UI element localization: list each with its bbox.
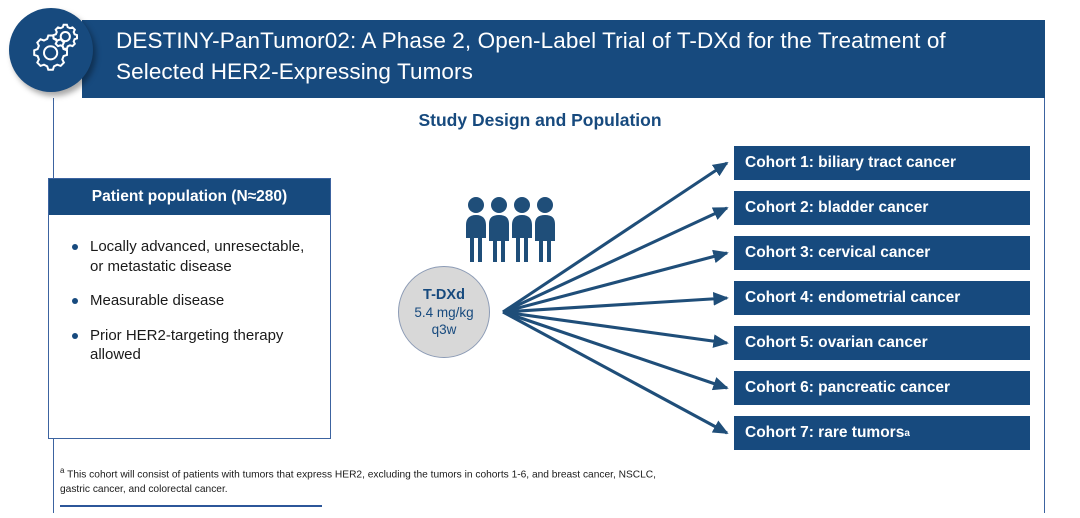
cohort-label: Cohort 4: endometrial cancer (745, 289, 961, 306)
gears-icon-badge (9, 8, 93, 92)
four-people-icon (466, 197, 555, 262)
footnote: a This cohort will consist of patients w… (60, 464, 660, 497)
cohort-box-2[interactable]: Cohort 2: bladder cancer (734, 191, 1030, 225)
treatment-schedule: q3w (431, 321, 457, 337)
patient-population-list: Locally advanced, unresectable, or metas… (49, 215, 330, 365)
footer-rule (60, 505, 322, 507)
cohort-label: Cohort 6: pancreatic cancer (745, 379, 951, 396)
header-banner (82, 20, 1045, 98)
treatment-name: T-DXd (423, 286, 465, 303)
gears-icon (33, 23, 78, 71)
cohort-box-1[interactable]: Cohort 1: biliary tract cancer (734, 146, 1030, 180)
list-item: Measurable disease (71, 291, 316, 311)
section-heading: Study Design and Population (418, 110, 662, 130)
cohort-box-5[interactable]: Cohort 5: ovarian cancer (734, 326, 1030, 360)
patient-population-box: Patient population (N≈280) Locally advan… (48, 178, 331, 439)
cohort-footnote-marker: a (904, 427, 910, 439)
cohort-box-4[interactable]: Cohort 4: endometrial cancer (734, 281, 1030, 315)
footnote-text: This cohort will consist of patients wit… (60, 469, 656, 495)
footnote-marker: a (60, 466, 65, 475)
list-item: Prior HER2-targeting therapy allowed (71, 326, 316, 365)
cohort-label: Cohort 7: rare tumors (745, 424, 905, 441)
cohort-label: Cohort 3: cervical cancer (745, 244, 931, 261)
list-item: Locally advanced, unresectable, or metas… (71, 237, 316, 276)
treatment-node: T-DXd 5.4 mg/kg q3w (398, 266, 490, 358)
patient-population-header: Patient population (N≈280) (49, 179, 330, 215)
treatment-dose: 5.4 mg/kg (414, 304, 474, 320)
cohort-label: Cohort 2: bladder cancer (745, 199, 929, 216)
page-title: DESTINY-PanTumor02: A Phase 2, Open-Labe… (116, 28, 946, 84)
cohort-box-6[interactable]: Cohort 6: pancreatic cancer (734, 371, 1030, 405)
cohort-label: Cohort 5: ovarian cancer (745, 334, 928, 351)
cohort-label: Cohort 1: biliary tract cancer (745, 154, 957, 171)
cohort-box-3[interactable]: Cohort 3: cervical cancer (734, 236, 1030, 270)
